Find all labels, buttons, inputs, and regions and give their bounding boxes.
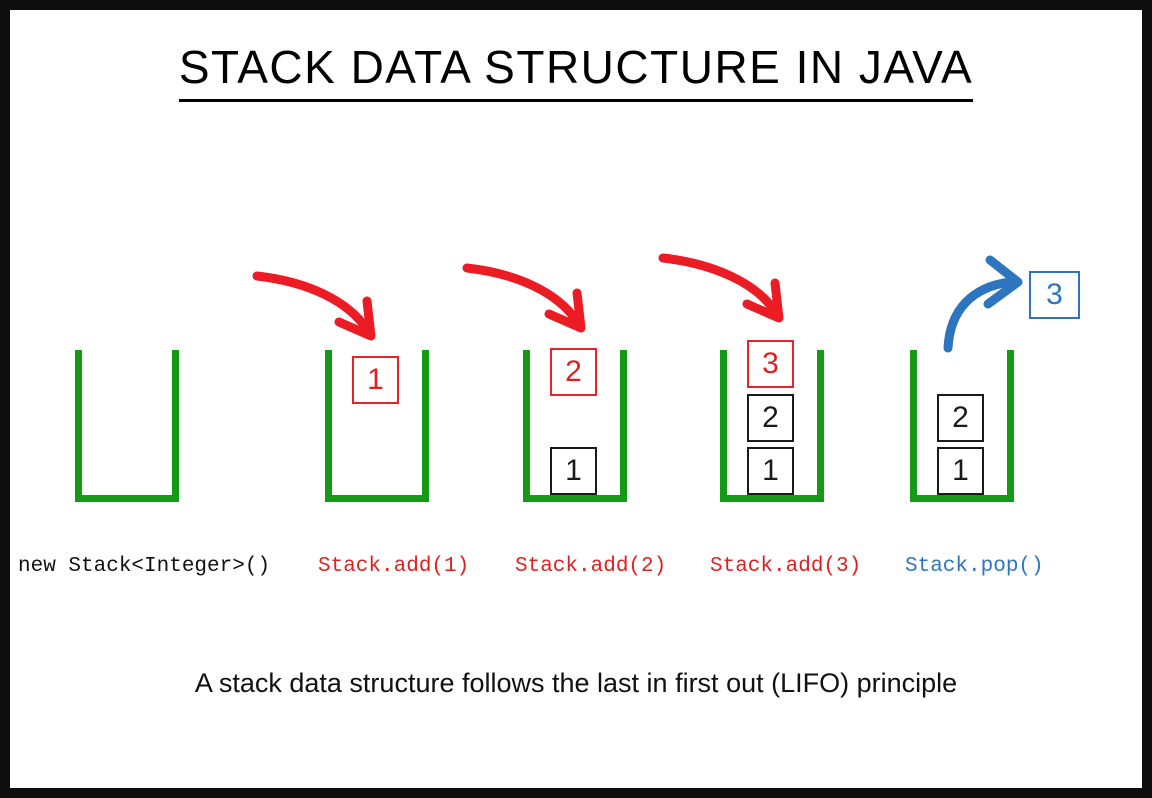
stack-container	[325, 350, 429, 502]
stack-container	[720, 350, 824, 502]
code-label-add-1: Stack.add(1)	[318, 555, 470, 578]
stack-cell-1: 2	[747, 394, 794, 442]
popped-value-box: 3	[1029, 271, 1080, 319]
incoming-value-box: 1	[352, 356, 399, 404]
stack-cell-0: 1	[550, 447, 597, 495]
code-label-add-2: Stack.add(2)	[515, 555, 667, 578]
title-block: STACK DATA STRUCTURE IN JAVA	[10, 42, 1142, 102]
stack-cell-1: 2	[937, 394, 984, 442]
code-label-add-3: Stack.add(3)	[710, 555, 862, 578]
stack-cell-0: 1	[747, 447, 794, 495]
incoming-value-box: 3	[747, 340, 794, 388]
step-add-3: 3 2 1 Stack.add(3)	[655, 10, 885, 788]
caption-text: A stack data structure follows the last …	[194, 668, 958, 698]
page-title: STACK DATA STRUCTURE IN JAVA	[178, 42, 974, 102]
step-pop: 2 1 3 Stack.pop()	[845, 10, 1080, 788]
stack-cell-0: 1	[937, 447, 984, 495]
step-add-1: 1 Stack.add(1)	[260, 10, 490, 788]
stack-container-empty	[75, 350, 179, 502]
code-label-pop: Stack.pop()	[905, 555, 1044, 578]
code-label-new: new Stack<Integer>()	[18, 555, 271, 578]
caption-block: A stack data structure follows the last …	[10, 668, 1142, 699]
step-add-2: 2 1 Stack.add(2)	[458, 10, 688, 788]
incoming-value-box: 2	[550, 348, 597, 396]
step-new: new Stack<Integer>()	[10, 10, 270, 788]
stack-container	[523, 350, 627, 502]
stack-container	[910, 350, 1014, 502]
slide-content: STACK DATA STRUCTURE IN JAVA	[10, 10, 1142, 788]
